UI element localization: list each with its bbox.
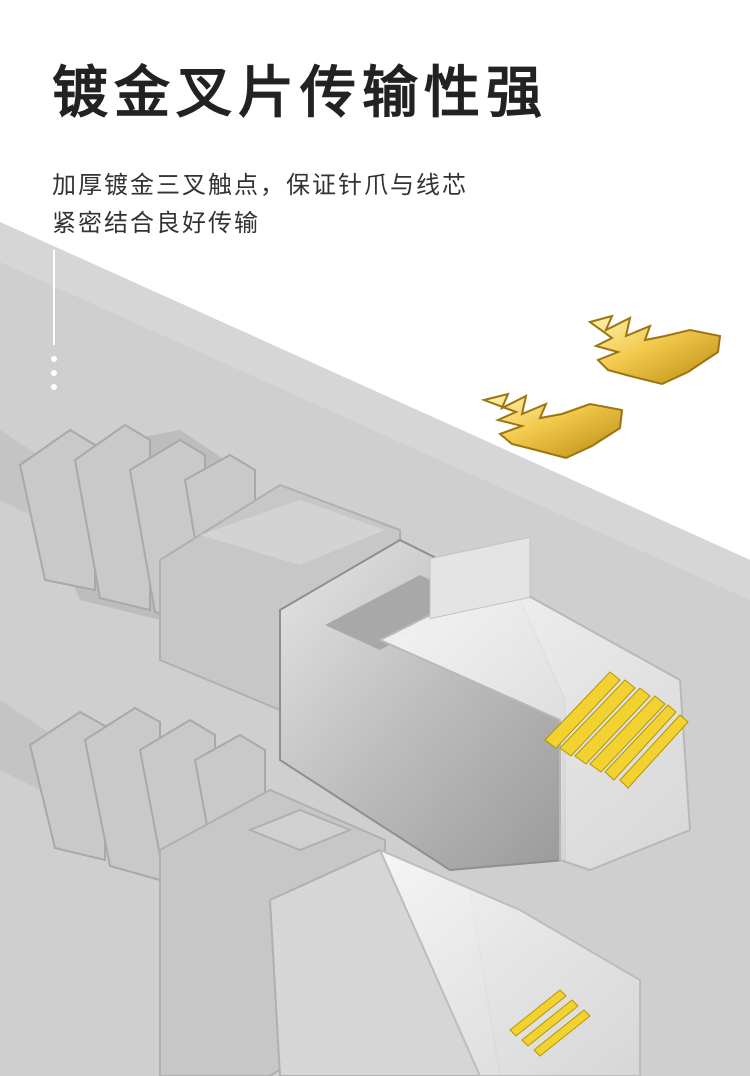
page-title: 镀金叉片传输性强 xyxy=(52,61,548,126)
decorative-dot xyxy=(51,356,57,362)
description-line-1: 加厚镀金三叉触点，保证针爪与线芯 xyxy=(52,171,468,199)
rj45-connector-icon xyxy=(0,700,641,1076)
decorative-line xyxy=(53,250,55,345)
description-line-2: 紧密结合良好传输 xyxy=(52,209,260,237)
feature-description: 加厚镀金三叉触点，保证针爪与线芯 紧密结合良好传输 xyxy=(52,166,468,242)
decorative-dot xyxy=(51,370,57,376)
gold-contact-icon xyxy=(587,314,722,386)
rj45-connector-icon xyxy=(0,423,692,872)
gold-contact-icon xyxy=(480,392,624,460)
decorative-dot xyxy=(51,384,57,390)
